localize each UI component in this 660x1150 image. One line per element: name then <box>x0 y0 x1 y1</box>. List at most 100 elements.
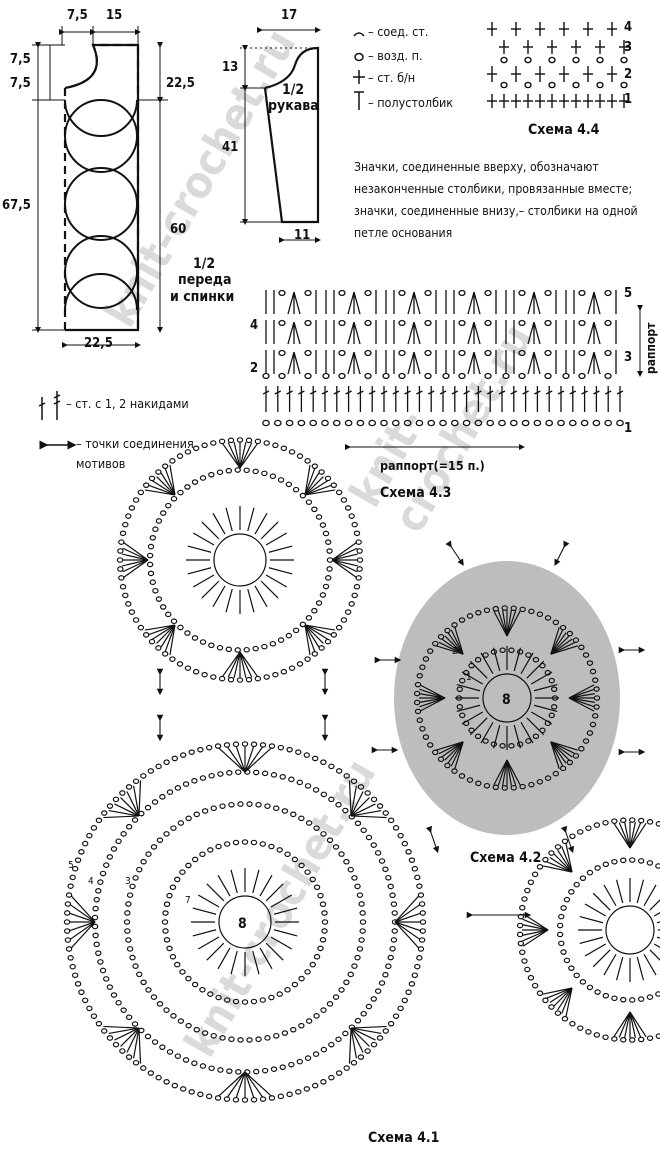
dc-stitch <box>493 610 508 637</box>
chain-stitch <box>550 704 558 710</box>
chain-stitch <box>166 945 173 952</box>
dc-stitch <box>461 671 484 685</box>
chain-stitch <box>548 56 556 64</box>
dc-stitch <box>568 697 595 703</box>
dc-stitch <box>221 442 241 469</box>
dc-stitch <box>122 559 149 573</box>
motif-center-ring <box>218 895 272 949</box>
chain-stitch <box>563 957 571 964</box>
chain-stitch <box>390 901 398 907</box>
chain-stitch <box>358 901 365 907</box>
chain-stitch <box>296 779 304 786</box>
dc-stitch <box>164 624 176 652</box>
chain-stitch <box>419 919 427 925</box>
chain-stitch <box>166 1049 174 1055</box>
chain-stitch <box>459 712 466 719</box>
chain-stitch <box>324 475 332 482</box>
chain-stitch <box>405 989 412 995</box>
chain-stitch <box>368 419 377 427</box>
dc-stitch <box>569 390 577 395</box>
chain-stitch <box>620 996 627 1003</box>
dc-stitch <box>463 390 470 395</box>
chain-stitch <box>325 539 332 545</box>
dc-stitch <box>522 929 549 942</box>
chain-stitch <box>416 672 423 679</box>
chain-stitch <box>604 372 612 380</box>
dc-stitch <box>201 580 220 599</box>
chain-stitch <box>524 887 531 894</box>
dc-stitch <box>212 585 226 608</box>
chain-stitch <box>545 419 554 427</box>
dc-stitch <box>568 688 595 699</box>
chain-stitch <box>116 557 124 563</box>
chain-stitch <box>284 851 291 858</box>
chain-stitch <box>417 892 425 898</box>
dc-stitch <box>380 390 388 395</box>
dc-stitch <box>550 629 564 655</box>
chain-stitch <box>90 825 98 831</box>
chain-stitch <box>259 997 267 1003</box>
chain-stitch <box>585 825 592 831</box>
chain-stitch <box>165 502 172 509</box>
chain-stitch <box>140 979 147 986</box>
chain-stitch <box>179 1086 187 1092</box>
chain-stitch <box>350 1059 358 1066</box>
chain-stitch <box>335 1070 343 1076</box>
chain-stitch <box>524 56 532 64</box>
dc-stitch <box>350 1027 382 1034</box>
chain-stitch <box>482 652 489 658</box>
chain-stitch <box>147 543 155 550</box>
chain-stitch <box>518 319 526 327</box>
sleeve-dim-top: 17 <box>281 8 298 23</box>
chain-stitch <box>93 941 100 948</box>
dc-stitch <box>254 512 268 535</box>
chain-stitch <box>269 473 277 480</box>
chain-stitch <box>305 820 313 826</box>
chain-stitch <box>458 319 466 327</box>
chain-stitch <box>146 552 154 559</box>
chain-stitch <box>216 469 224 476</box>
chain-stitch <box>191 981 199 988</box>
chain-stitch <box>319 592 327 598</box>
dc-stitch <box>629 822 636 849</box>
chain-stitch <box>437 633 445 640</box>
chain-stitch <box>284 986 291 993</box>
chain-stitch <box>97 959 104 965</box>
dc-stitch <box>419 693 446 699</box>
chain-stitch <box>228 801 235 808</box>
chain-stitch <box>490 741 498 747</box>
chain-stitch <box>163 831 170 837</box>
chain-stitch <box>250 1096 258 1103</box>
dim-bottom: 22,5 <box>84 336 113 351</box>
chain-stitch <box>103 976 110 982</box>
cluster-stitch <box>287 321 301 345</box>
chain-stitch <box>351 521 358 528</box>
chain-stitch <box>81 997 89 1004</box>
chain-stitch <box>250 741 258 748</box>
chain-stitch <box>304 656 311 662</box>
chain-stitch <box>572 637 580 643</box>
chain-stitch <box>354 820 362 827</box>
dc-stitch <box>550 641 576 655</box>
dc-stitch <box>304 484 332 496</box>
dc-stitch <box>550 741 576 755</box>
chain-stitch <box>499 742 506 749</box>
chain-stitch <box>97 879 104 885</box>
chain-stitch <box>561 838 569 845</box>
chain-stitch <box>280 668 288 675</box>
chain-stitch <box>466 613 474 619</box>
cluster-stitch <box>527 351 541 375</box>
chain-stitch <box>120 831 127 837</box>
chain-stitch <box>170 495 178 502</box>
chain-stitch <box>152 587 159 594</box>
cluster-stitch <box>347 351 361 375</box>
chain-stitch <box>124 928 131 934</box>
chain-stitch <box>210 1032 217 1039</box>
chain-stitch <box>568 419 577 427</box>
chain-stitch <box>78 849 85 855</box>
chain-stitch <box>148 638 156 645</box>
chain-stitch <box>277 477 285 483</box>
chain-stitch <box>528 608 535 615</box>
chain-stitch <box>392 1013 400 1019</box>
chain-stitch <box>398 319 406 327</box>
